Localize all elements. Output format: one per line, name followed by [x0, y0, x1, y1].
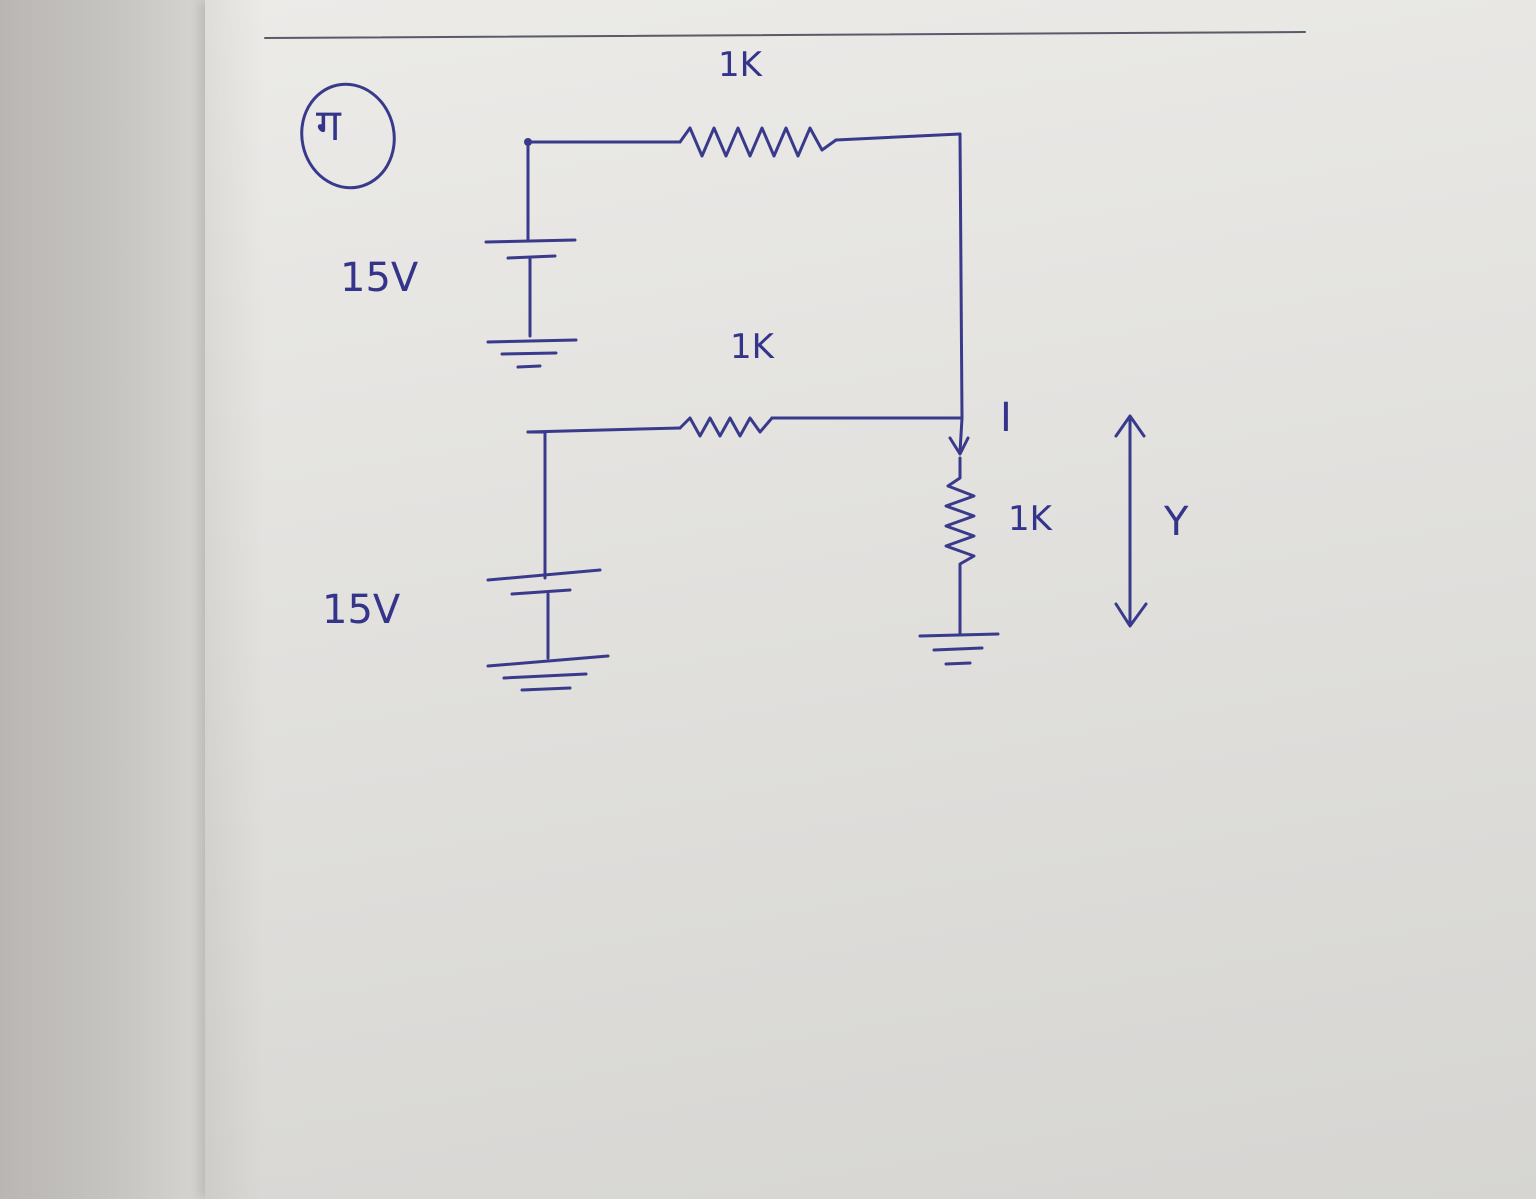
voltage-arrow-head-bottom [1114, 602, 1148, 628]
current-arrow-shaft [958, 416, 964, 454]
current-label: I [1000, 395, 1012, 441]
top-ground-line-2 [500, 351, 558, 356]
wire-bottom-source-up [526, 430, 547, 580]
question-marker: ग [316, 100, 341, 151]
voltage-arrow-head-top [1114, 414, 1146, 438]
page-fold-shadow [205, 0, 265, 1199]
bottom-source-label: 15V [322, 587, 401, 633]
bottom-ground-line-3 [520, 686, 572, 692]
wire-top-rail-right [834, 132, 962, 142]
top-source-label: 15V [340, 255, 419, 301]
top-battery-short-plate [506, 254, 557, 260]
middle-resistor-label: 1K [730, 327, 774, 367]
load-resistor-label: 1K [1008, 499, 1052, 539]
top-resistor-label: 1K [718, 45, 762, 85]
background-strip [0, 0, 205, 1199]
top-battery-long-plate [484, 238, 577, 244]
right-ground-line-2 [932, 646, 984, 652]
page-ruled-line [264, 31, 1306, 39]
top-ground-line-1 [486, 338, 578, 344]
paper-sheet [205, 0, 1536, 1199]
load-resistor [944, 456, 976, 636]
bottom-battery-short-plate [510, 588, 572, 596]
top-resistor [678, 126, 838, 158]
wire-right-vertical [958, 132, 964, 420]
right-ground-line-3 [944, 661, 972, 666]
voltage-label: Y [1164, 499, 1189, 545]
current-arrow-head [948, 436, 970, 456]
bottom-battery-long-plate [486, 568, 602, 582]
wire-middle-left [526, 426, 682, 434]
right-ground-line-1 [918, 632, 1000, 638]
question-marker-circle [300, 82, 396, 190]
bottom-ground-line-2 [502, 672, 588, 680]
middle-resistor [678, 416, 774, 438]
top-ground-line-3 [516, 364, 542, 369]
bottom-ground-line-1 [486, 654, 610, 668]
